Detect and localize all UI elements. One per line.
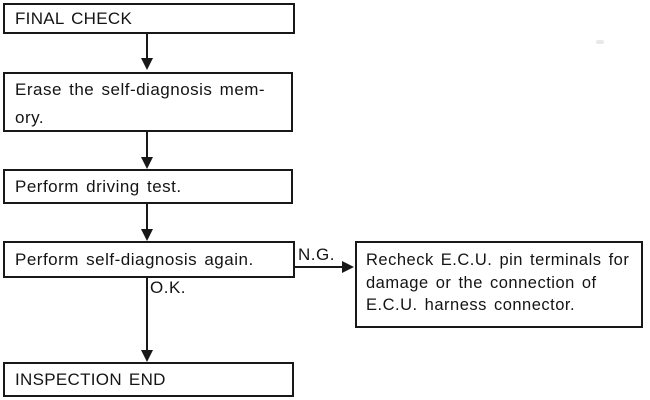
connector-selfdiag-to-end-line [146,278,148,351]
connector-final-to-erase-arrowhead-down [141,58,153,70]
flowchart-node-erase-memory: Erase the self-diagnosis mem- ory. [3,72,293,132]
node-label-erase-memory-line1: Erase the self-diagnosis mem- [15,80,266,99]
scan-artifact-speck [596,40,604,44]
connector-final-to-erase-line [146,34,148,59]
edge-label-ok: O.K. [150,278,187,297]
node-label-final-check: FINAL CHECK [15,8,133,28]
node-label-erase-memory-line2: ory. [15,108,45,127]
flowchart-node-self-diagnosis: Perform self-diagnosis again. [3,241,295,278]
node-label-driving-test: Perform driving test. [15,176,182,196]
connector-selfdiag-to-end-arrowhead-down [141,350,153,362]
node-label-recheck-ecu-line2: damage or the connection of [366,273,597,292]
flowchart-node-final-check: FINAL CHECK [3,3,295,34]
flowchart-node-driving-test: Perform driving test. [3,169,293,204]
connector-driving-to-selfdiag-arrowhead-down [141,229,153,241]
connector-selfdiag-to-recheck-arrowhead-right [342,261,354,273]
node-label-self-diagnosis: Perform self-diagnosis again. [15,249,254,269]
flowchart-node-inspection-end: INSPECTION END [3,362,294,397]
connector-erase-to-driving-arrowhead-down [141,157,153,169]
node-label-recheck-ecu-line3: E.C.U. harness connector. [366,296,576,314]
connector-erase-to-driving-line [146,132,148,158]
node-label-inspection-end: INSPECTION END [15,369,166,389]
node-label-recheck-ecu-line1: Recheck E.C.U. pin terminals for [366,251,630,269]
flowchart-node-recheck-ecu: Recheck E.C.U. pin terminals for damage … [355,241,643,328]
edge-label-ng: N.G. [298,245,335,264]
connector-driving-to-selfdiag-line [146,204,148,230]
connector-selfdiag-to-recheck-line [295,266,343,268]
